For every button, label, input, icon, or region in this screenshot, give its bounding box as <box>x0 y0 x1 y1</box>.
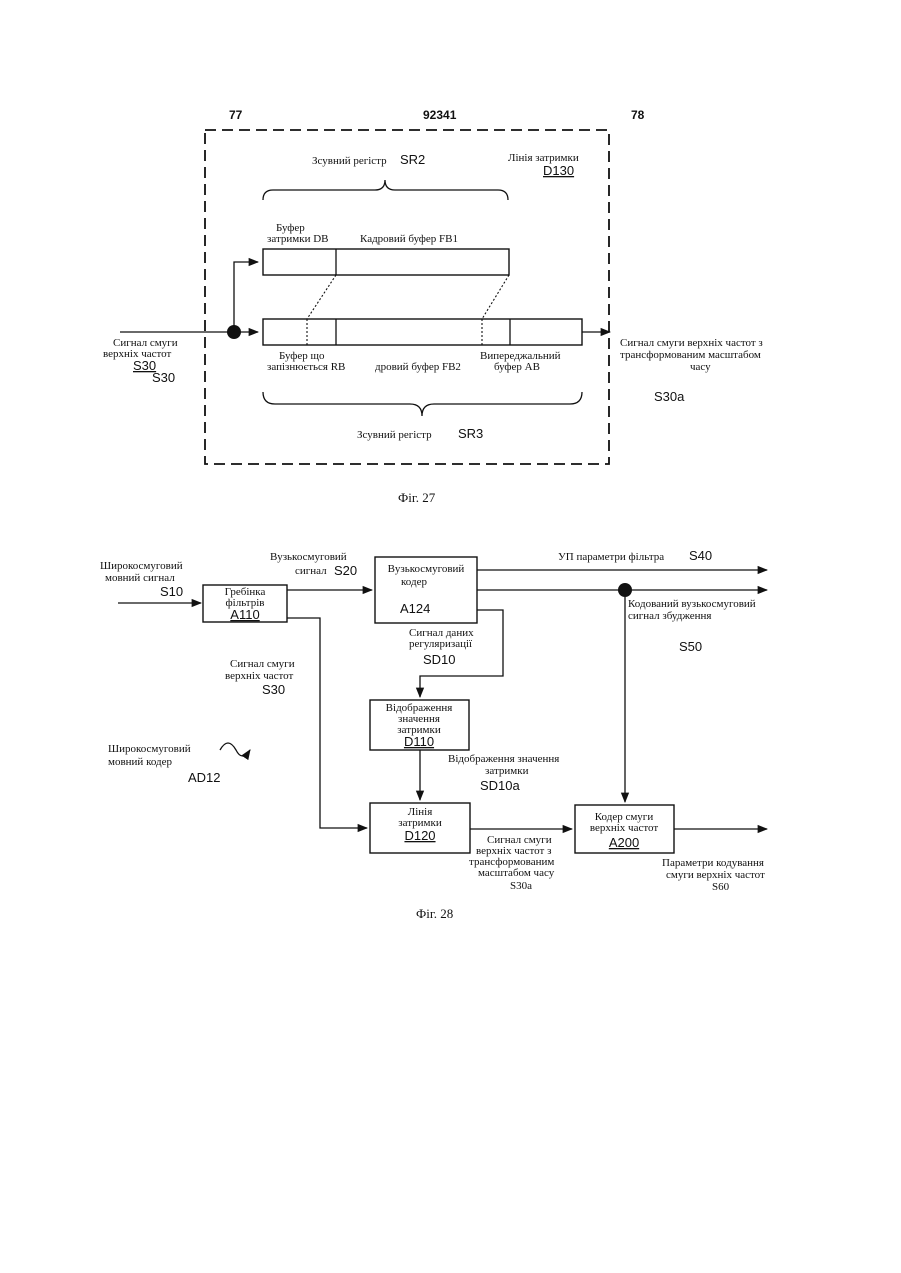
highband-coder-label-2: верхніх частот <box>590 822 659 834</box>
sr3-label: Зсувний регістр <box>357 429 432 441</box>
db-correspondence <box>307 275 336 319</box>
branch-arrow <box>234 262 258 332</box>
highband-params-label-2: смуги верхніх частот <box>666 869 765 881</box>
time-scaled-code: S30a <box>510 880 532 892</box>
fb1-correspondence <box>482 275 509 319</box>
figure-27: Зсувний регістр SR2 Лінія затримки D130 … <box>103 130 763 505</box>
output-label-3: часу <box>690 361 711 373</box>
page-number-left: 77 <box>229 108 243 122</box>
excitation-label-2: сигнал збудження <box>628 610 711 622</box>
fb1-label: Кадровий буфер FB1 <box>360 233 458 245</box>
highband-params-code: S60 <box>712 881 730 893</box>
highband-coder-code: A200 <box>609 835 639 850</box>
highband-signal-arrow <box>287 618 367 828</box>
lp-params-code: S40 <box>689 548 712 563</box>
delay-mapping-code: D110 <box>404 734 434 749</box>
coder-pointer-icon <box>220 743 250 756</box>
narrowband-coder-label-1: Вузькосмуговий <box>388 563 465 575</box>
rb-label-2: запізнюється RB <box>267 361 345 373</box>
page-number-right: 78 <box>631 108 645 122</box>
coder-name-label-2: мовний кодер <box>108 756 173 768</box>
ab-label-2: буфер АВ <box>494 361 540 373</box>
figure-27-caption: Фіг. 27 <box>398 490 436 505</box>
excitation-label-1: Кодований вузькосмуговий <box>628 598 756 610</box>
regularization-label-2: регуляризації <box>409 638 473 650</box>
coder-name-label-1: Широкосмуговий <box>108 743 191 755</box>
narrowband-signal-label-2: сигнал <box>295 565 327 577</box>
excitation-code: S50 <box>679 639 702 654</box>
document-number: 92341 <box>423 108 457 122</box>
excitation-junction-dot <box>618 583 632 597</box>
time-scaled-label-4: масштабом часу <box>478 867 555 879</box>
sr3-brace <box>263 392 582 416</box>
output-label-2: трансформованим масштабом <box>620 349 761 361</box>
narrowband-coder-code: A124 <box>400 601 430 616</box>
figure-28: Широкосмуговий мовний сигнал S10 Гребінк… <box>100 548 767 921</box>
mapping-out-code: SD10a <box>480 778 521 793</box>
wideband-input-label-2: мовний сигнал <box>105 572 175 584</box>
highband-signal-code: S30 <box>262 682 285 697</box>
lp-params-label: УП параметри фільтра <box>558 551 664 563</box>
highband-signal-label-1: Сигнал смуги <box>230 658 295 670</box>
highband-params-label-1: Параметри кодування <box>662 857 764 869</box>
regularization-code: SD10 <box>423 652 456 667</box>
figure-28-caption: Фіг. 28 <box>416 906 453 921</box>
sr3-code: SR3 <box>458 426 483 441</box>
db-label-2: затримки DB <box>267 233 329 245</box>
narrowband-signal-code: S20 <box>334 563 357 578</box>
sr2-label: Зсувний регістр <box>312 155 387 167</box>
sr2-code: SR2 <box>400 152 425 167</box>
mapping-out-label-2: затримки <box>485 765 529 777</box>
delay-line-code: D130 <box>543 163 574 178</box>
wideband-input-label-1: Широкосмуговий <box>100 560 183 572</box>
fb2-label: дровий буфер FB2 <box>375 361 461 373</box>
wideband-input-code: S10 <box>160 584 183 599</box>
output-label-1: Сигнал смуги верхніх частот з <box>620 337 763 349</box>
highband-signal-label-2: верхніх частот <box>225 670 294 682</box>
sr2-brace <box>263 180 508 200</box>
narrowband-coder-label-2: кодер <box>401 576 427 588</box>
delay-line-boundary <box>205 130 609 464</box>
filter-bank-code: A110 <box>230 607 259 622</box>
shift-register-sr3 <box>263 319 582 345</box>
coder-name-code: AD12 <box>188 770 221 785</box>
input-code-ghost: S30 <box>152 370 175 385</box>
shift-register-sr2 <box>263 249 509 275</box>
delay-line-code: D120 <box>404 828 435 843</box>
mapping-out-label-1: Відображення значення <box>448 753 559 765</box>
output-code: S30a <box>654 389 685 404</box>
narrowband-signal-label-1: Вузькосмуговий <box>270 551 347 563</box>
